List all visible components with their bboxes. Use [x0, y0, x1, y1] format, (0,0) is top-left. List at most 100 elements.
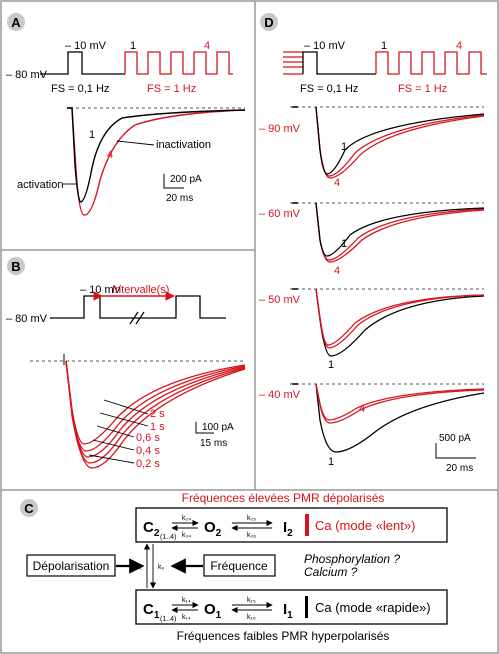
- scheme-box-fast: [135, 589, 448, 625]
- label-d-row1-red: 4: [334, 177, 340, 189]
- label-a-trace1: 1: [89, 129, 95, 141]
- pointer-b-04s: [92, 439, 135, 451]
- label-a-v-hold: – 80 mV: [6, 69, 48, 81]
- label-d-v-step: – 10 mV: [304, 40, 346, 52]
- trace-b-2: [65, 360, 246, 469]
- scalebar-b: [195, 422, 214, 434]
- label-a-scale-x: 20 ms: [166, 193, 193, 204]
- state-i1: I1: [283, 601, 293, 621]
- trace-b-06: [65, 360, 246, 458]
- label-d-row2-red: 4: [334, 265, 340, 277]
- label-phosphorylation: Phosphorylation ?: [304, 552, 400, 566]
- label-d-row3-black: 1: [328, 359, 334, 371]
- trace-a-4: [67, 107, 246, 216]
- rate-k25: k₂₅: [247, 515, 256, 522]
- panel-badge-c-label: C: [24, 501, 34, 516]
- label-a-pulse1: 1: [130, 40, 136, 52]
- label-d-row4-black: 1: [328, 456, 334, 468]
- label-b-interval-1s: 1 s: [150, 421, 165, 433]
- protocol-a-fast: [124, 51, 233, 75]
- axis-break-b-1: [129, 311, 139, 325]
- label-d-row2-black: 1: [341, 238, 347, 250]
- label-d-row1-black: 1: [341, 141, 347, 153]
- trace-d-row3-1: [315, 288, 485, 357]
- label-a-fs-slow: FS = 0,1 Hz: [51, 83, 109, 95]
- state-i2: I2: [283, 519, 293, 539]
- rate-k34: k₃₄: [182, 532, 191, 539]
- state-o1: O1: [204, 601, 222, 621]
- label-depolarisation: Dépolarisation: [33, 559, 110, 573]
- panel-badge-a-label: A: [11, 15, 21, 30]
- state-c1: C1: [143, 601, 160, 621]
- mode-bar-fast: [305, 596, 308, 618]
- trace-d-row4-1: [315, 383, 485, 453]
- label-a-v-step: – 10 mV: [65, 40, 107, 52]
- label-a-activation: activation: [17, 179, 63, 191]
- label-d-scale-y: 500 pA: [439, 433, 471, 444]
- label-d-row3-potential: – 50 mV: [259, 294, 301, 306]
- trace-d-row4-4a: [315, 383, 485, 424]
- label-a-pulse4: 4: [204, 40, 210, 52]
- label-a-fs-fast: FS = 1 Hz: [147, 83, 196, 95]
- panel-a: A – 10 mV – 80 mV 1 4 FS = 0,1 Hz FS = 1…: [6, 13, 246, 216]
- scalebar-d: [435, 443, 476, 459]
- scheme-box-slow: [135, 507, 448, 543]
- state-o2: O2: [204, 519, 222, 539]
- protocol-a-slow: [40, 51, 125, 75]
- state-c2: C2: [143, 519, 160, 539]
- label-ca-rapide: Ca (mode «rapide»): [315, 600, 431, 615]
- label-d-pulse1: 1: [381, 40, 387, 52]
- label-d-row1-potential: – 90 mV: [259, 123, 301, 135]
- trace-d-row1-1: [315, 106, 485, 175]
- protocol-d-slow: [302, 51, 376, 75]
- label-d-fs-slow: FS = 0,1 Hz: [300, 83, 358, 95]
- pointer-b-06s: [96, 425, 135, 438]
- rate-k15-top: k₁₅: [247, 597, 256, 604]
- axis-break-b-2: [135, 311, 145, 325]
- trace-b-02: [65, 360, 246, 445]
- pointer-a-inactivation: [116, 140, 155, 146]
- label-d-row4-potential: – 40 mV: [259, 389, 301, 401]
- rate-k15-bottom: k₁₅: [247, 614, 256, 621]
- trace-a-1: [67, 107, 246, 203]
- label-d-scale-x: 20 ms: [446, 463, 473, 474]
- trace-d-row3-4b: [315, 288, 485, 346]
- panel-badge-a: [7, 13, 25, 31]
- label-b-scale-x: 15 ms: [200, 438, 227, 449]
- rate-k26: k₂₆: [247, 532, 256, 539]
- caption-c-top: Fréquences élevées PMR dépolarisés: [182, 491, 385, 505]
- rate-k0: k₀: [158, 564, 165, 571]
- label-d-pulse4: 4: [456, 40, 462, 52]
- label-b-interval-06s: 0,6 s: [136, 432, 160, 444]
- label-d-row4-red: 4: [359, 403, 365, 415]
- trace-d-row2-1: [315, 202, 485, 257]
- rate-k14-top: k₁₄: [182, 597, 191, 604]
- trace-d-row4-4b: [315, 383, 485, 421]
- panel-c: C Fréquences élevées PMR dépolarisés C2 …: [20, 491, 448, 643]
- mode-bar-slow: [305, 514, 309, 536]
- scalebar-a: [163, 174, 184, 189]
- label-b-interval-04s: 0,4 s: [136, 445, 160, 457]
- rate-k14-bottom: k₁₄: [182, 614, 191, 621]
- state-c1-range: (1..4): [160, 616, 176, 623]
- label-calcium: Calcium ?: [304, 565, 358, 579]
- label-a-trace4: 4: [107, 149, 113, 161]
- label-b-interval: Intervalle(s): [112, 284, 169, 296]
- label-ca-lent: Ca (mode «lent»): [315, 518, 415, 533]
- panel-d: D – 10 mV 1 4 FS = 0,1 Hz FS = 1 Hz – 90…: [259, 13, 487, 474]
- panel-badge-d: [260, 13, 278, 31]
- panel-badge-c: [20, 499, 38, 517]
- label-a-scale-y: 200 pA: [170, 174, 202, 185]
- panel-badge-b-label: B: [11, 259, 20, 274]
- panel-b: B – 10 mV – 80 mV Intervalle(s) 2 s 1 s …: [6, 257, 246, 470]
- label-d-fs-fast: FS = 1 Hz: [398, 83, 447, 95]
- panel-badge-d-label: D: [264, 15, 273, 30]
- label-a-inactivation: inactivation: [156, 139, 211, 151]
- panel-badge-b: [7, 257, 25, 275]
- protocol-b: [50, 295, 226, 319]
- state-c2-range: (1..4): [160, 534, 176, 541]
- label-frequence: Fréquence: [210, 559, 268, 573]
- protocol-d-prepulses: [283, 51, 303, 75]
